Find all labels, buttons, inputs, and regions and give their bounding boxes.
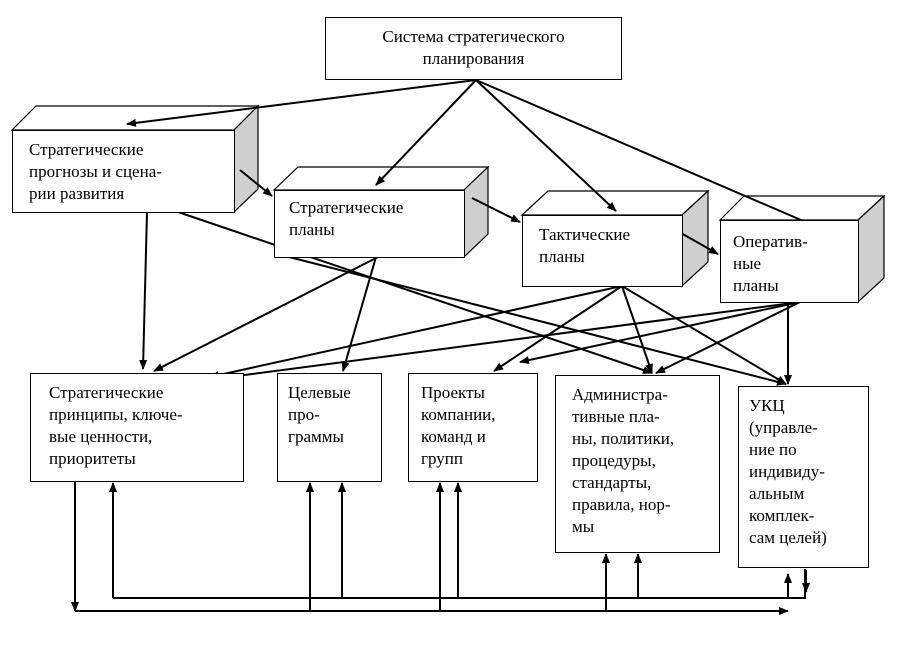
node-administrative-plans: Администра- тивные пла- ны, политики, пр… — [555, 375, 720, 553]
node-target-programs-label: Целевые про- граммы — [288, 383, 351, 446]
node-planning-system-label: Система стратегического планирования — [382, 27, 565, 68]
node-target-programs: Целевые про- граммы — [277, 373, 382, 482]
node-ukc-label: УКЦ (управле- ние по индивиду- альным ко… — [749, 396, 827, 547]
node-strategic-plans-label: Стратегические планы — [289, 198, 404, 239]
arrows — [71, 79, 853, 615]
node-administrative-plans-label: Администра- тивные пла- ны, политики, пр… — [572, 385, 675, 536]
node-planning-system: Система стратегического планирования — [325, 17, 622, 80]
node-strategic-principles-label: Стратегические принципы, ключе- вые ценн… — [49, 383, 183, 468]
node-strategic-forecasts-label: Стратегические прогнозы и сцена- рии раз… — [29, 140, 162, 203]
node-company-projects: Проекты компании, команд и групп — [408, 373, 538, 482]
node-strategic-plans: Стратегические планы — [274, 190, 465, 258]
node-strategic-principles: Стратегические принципы, ключе- вые ценн… — [30, 373, 244, 482]
node-strategic-forecasts: Стратегические прогнозы и сцена- рии раз… — [12, 130, 235, 213]
node-company-projects-label: Проекты компании, команд и групп — [421, 383, 496, 468]
node-operational-plans: Оператив- ные планы — [720, 220, 859, 303]
node-tactical-plans: Тактические планы — [522, 215, 683, 287]
node-ukc: УКЦ (управле- ние по индивиду- альным ко… — [738, 386, 869, 568]
node-tactical-plans-label: Тактические планы — [539, 225, 631, 266]
node-operational-plans-label: Оператив- ные планы — [733, 232, 808, 295]
